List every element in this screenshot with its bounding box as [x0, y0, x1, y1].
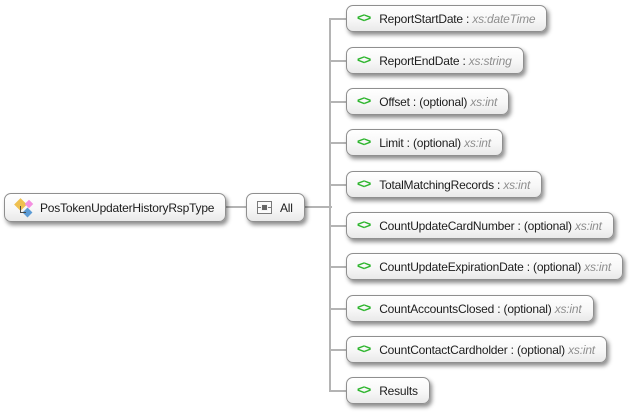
element-icon: <>: [357, 10, 371, 25]
element-icon: <>: [357, 134, 371, 149]
element-node-totalmatchingrecords[interactable]: <> TotalMatchingRecords : xs:int: [346, 171, 543, 198]
element-node-reportenddate[interactable]: <> ReportEndDate : xs:string: [346, 47, 524, 74]
connector-branch: [329, 390, 353, 392]
all-compositor-icon: [257, 201, 272, 214]
complex-type-label: PosTokenUpdaterHistoryRspType: [40, 200, 215, 215]
element-icon: <>: [357, 217, 371, 232]
element-node-reportstartdate[interactable]: <> ReportStartDate : xs:dateTime: [346, 5, 548, 32]
element-icon: <>: [357, 382, 371, 397]
connector-branch: [329, 60, 353, 62]
element-node-countupdateexpirationdate[interactable]: <> CountUpdateExpirationDate : (optional…: [346, 253, 624, 280]
element-node-countupdatecardnumber[interactable]: <> CountUpdateCardNumber : (optional) xs…: [346, 212, 614, 239]
connector-branch: [329, 266, 353, 268]
all-compositor-node[interactable]: All: [246, 193, 305, 222]
element-label: CountAccountsClosed : (optional) xs:int: [379, 301, 582, 316]
element-icon: <>: [357, 258, 371, 273]
connector-branch: [329, 18, 353, 20]
element-icon: <>: [357, 52, 371, 67]
connector-branch: [329, 101, 353, 103]
element-label: ReportStartDate : xs:dateTime: [379, 11, 536, 26]
connector-branch: [329, 184, 353, 186]
element-label: Offset : (optional) xs:int: [379, 94, 498, 109]
element-icon: <>: [357, 300, 371, 315]
element-label: Results: [379, 383, 418, 398]
element-node-results[interactable]: <> Results: [346, 377, 430, 404]
element-label: TotalMatchingRecords : xs:int: [379, 177, 531, 192]
complex-type-node[interactable]: PosTokenUpdaterHistoryRspType: [4, 193, 227, 222]
complex-type-icon: [14, 197, 34, 217]
element-label: CountContactCardholder : (optional) xs:i…: [379, 342, 595, 357]
connector-branch: [329, 142, 353, 144]
connector-trunk: [329, 19, 331, 392]
element-label: CountUpdateCardNumber : (optional) xs:in…: [379, 218, 602, 233]
element-icon: <>: [357, 341, 371, 356]
element-node-limit[interactable]: <> Limit : (optional) xs:int: [346, 129, 503, 156]
element-icon: <>: [357, 176, 371, 191]
element-node-countcontactcardholder[interactable]: <> CountContactCardholder : (optional) x…: [346, 336, 607, 363]
element-node-countaccountsclosed[interactable]: <> CountAccountsClosed : (optional) xs:i…: [346, 295, 594, 322]
element-label: Limit : (optional) xs:int: [379, 135, 491, 150]
element-icon: <>: [357, 93, 371, 108]
element-label: ReportEndDate : xs:string: [379, 53, 512, 68]
connector-branch: [329, 225, 353, 227]
element-node-offset[interactable]: <> Offset : (optional) xs:int: [346, 88, 510, 115]
connector-branch: [329, 308, 353, 310]
all-compositor-label: All: [280, 200, 293, 215]
connector-branch: [329, 349, 353, 351]
element-label: CountUpdateExpirationDate : (optional) x…: [379, 259, 612, 274]
